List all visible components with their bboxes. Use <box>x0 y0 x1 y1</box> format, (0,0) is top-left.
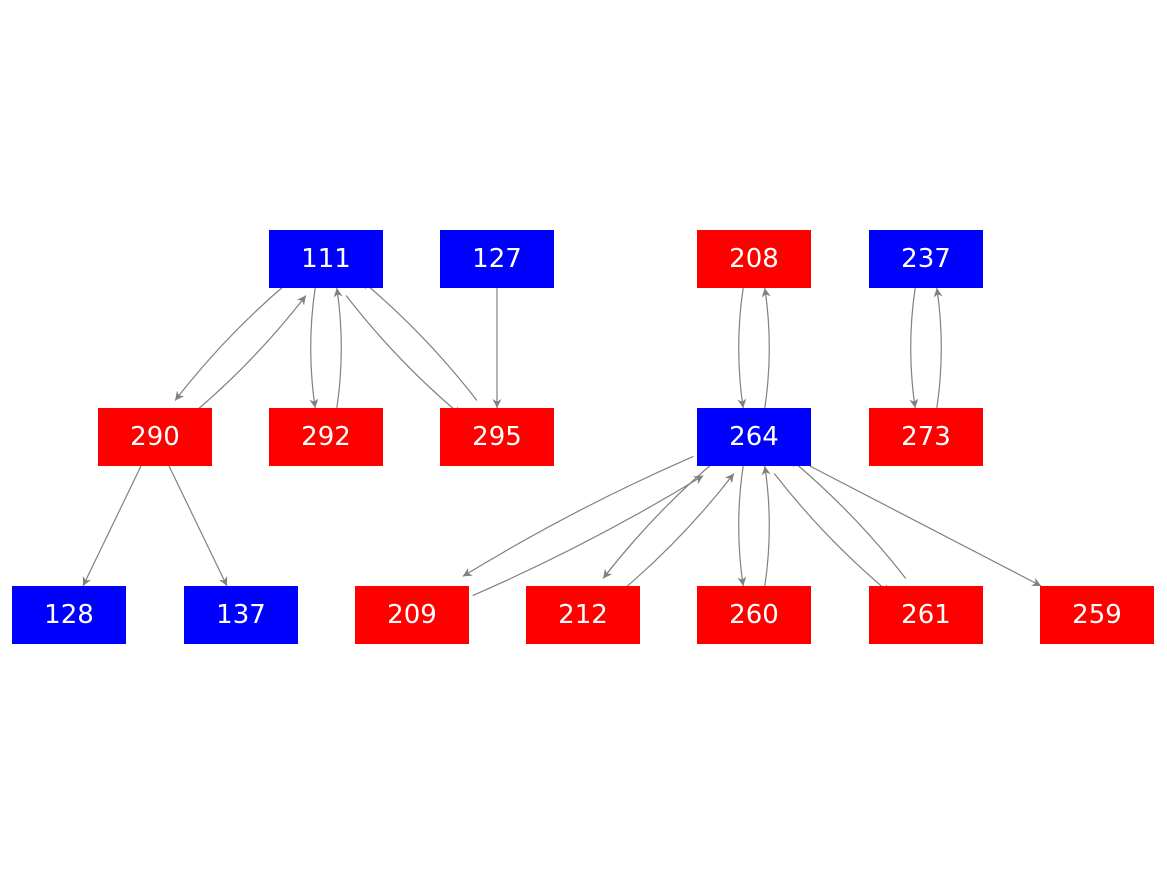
node-264[interactable]: 264 <box>697 408 811 466</box>
node-261[interactable]: 261 <box>869 586 983 644</box>
node-label: 292 <box>301 422 351 452</box>
edge-264-to-260 <box>737 465 747 587</box>
node-273[interactable]: 273 <box>869 408 983 466</box>
node-237[interactable]: 237 <box>869 230 983 288</box>
node-290[interactable]: 290 <box>98 408 212 466</box>
edge-237-to-273 <box>909 287 919 409</box>
edge-290-to-111 <box>190 295 307 416</box>
edge-292-to-111 <box>333 287 343 409</box>
node-292[interactable]: 292 <box>269 408 383 466</box>
node-label: 264 <box>729 422 779 452</box>
node-label: 208 <box>729 244 779 274</box>
node-label: 259 <box>1072 600 1122 630</box>
edge-111-to-292 <box>309 287 319 409</box>
edge-290-to-137 <box>168 465 228 587</box>
node-209[interactable]: 209 <box>355 586 469 644</box>
edge-264-to-209 <box>462 455 694 577</box>
node-label: 290 <box>130 422 180 452</box>
edge-264-to-212 <box>602 458 719 579</box>
edge-264-to-261 <box>773 473 891 594</box>
edge-264-to-208 <box>761 287 771 409</box>
node-label: 111 <box>301 244 351 274</box>
edge-111-to-290 <box>174 280 291 401</box>
node-label: 295 <box>472 422 522 452</box>
edge-212-to-264 <box>618 473 735 594</box>
edge-295-to-111 <box>361 280 478 401</box>
node-label: 137 <box>216 600 266 630</box>
node-127[interactable]: 127 <box>440 230 554 288</box>
node-label: 260 <box>729 600 779 630</box>
edge-273-to-237 <box>933 287 943 409</box>
node-label: 128 <box>44 600 94 630</box>
node-137[interactable]: 137 <box>184 586 298 644</box>
node-111[interactable]: 111 <box>269 230 383 288</box>
node-208[interactable]: 208 <box>697 230 811 288</box>
edge-208-to-264 <box>737 287 747 409</box>
edge-264-to-259 <box>809 465 1042 587</box>
node-label: 237 <box>901 244 951 274</box>
edge-290-to-128 <box>82 465 142 587</box>
edge-209-to-264 <box>472 475 704 597</box>
node-label: 273 <box>901 422 951 452</box>
edge-261-to-264 <box>789 458 907 579</box>
edge-111-to-295 <box>345 295 462 416</box>
node-260[interactable]: 260 <box>697 586 811 644</box>
edge-260-to-264 <box>761 465 771 587</box>
node-295[interactable]: 295 <box>440 408 554 466</box>
node-212[interactable]: 212 <box>526 586 640 644</box>
node-128[interactable]: 128 <box>12 586 126 644</box>
node-259[interactable]: 259 <box>1040 586 1154 644</box>
node-label: 127 <box>472 244 522 274</box>
node-label: 209 <box>387 600 437 630</box>
node-label: 261 <box>901 600 951 630</box>
node-label: 212 <box>558 600 608 630</box>
